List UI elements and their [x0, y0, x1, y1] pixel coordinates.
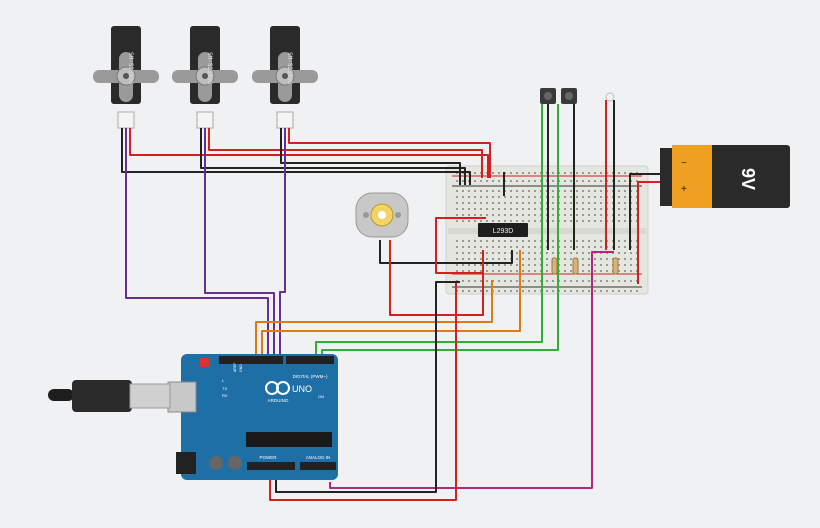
analog-header-label: ANALOG IN — [306, 455, 331, 460]
chip-label: L293D — [493, 228, 514, 235]
resistors — [551, 257, 619, 275]
wire-red — [129, 128, 489, 178]
battery-voltage: 9V — [738, 168, 758, 190]
servo-label: SM-S2309S — [206, 52, 213, 85]
wire-black — [280, 128, 461, 185]
wire-orange — [255, 280, 493, 362]
arduino-uno-board[interactable]: UNO ARDUINO DIGITAL (PWM~) POWER ANALOG … — [167, 354, 338, 480]
gnd-label: GND — [239, 364, 243, 372]
wire-black — [121, 128, 471, 185]
wire-orange — [261, 250, 521, 362]
aref-label: AREF — [233, 363, 237, 372]
battery-plus: + — [681, 184, 687, 195]
wire-red — [435, 217, 486, 274]
on-label: ON — [318, 394, 324, 399]
wire-black — [379, 240, 513, 264]
led[interactable] — [605, 92, 615, 102]
push-button-2[interactable] — [561, 88, 577, 104]
push-button-1[interactable] — [540, 88, 556, 104]
motor-driver-chip[interactable]: L293D — [478, 223, 528, 237]
servo-label: SM-S2309S — [286, 52, 293, 85]
servo-motor-1[interactable]: SM-S2309S — [93, 26, 159, 129]
battery-9v[interactable]: − + 9V — [660, 145, 790, 208]
wire-red — [288, 128, 491, 178]
arduino-model: UNO — [292, 384, 312, 394]
wire-red — [269, 282, 457, 501]
wire-green — [315, 104, 543, 362]
wire-magenta — [329, 251, 614, 489]
arduino-brand: ARDUINO — [268, 398, 289, 403]
power-header-label: POWER — [259, 455, 277, 460]
servo-motor-3[interactable]: SM-S2309S — [252, 26, 318, 129]
wire-red — [208, 128, 483, 178]
servo-label: SM-S2309S — [127, 52, 134, 85]
wires — [121, 100, 660, 501]
battery-minus: − — [681, 158, 687, 169]
wire-black — [629, 173, 660, 250]
digital-header-label: DIGITAL (PWM~) — [293, 374, 328, 379]
servo-motor-2[interactable]: SM-S2309S — [172, 26, 238, 129]
tx-label: TX — [222, 386, 227, 391]
l-label: L — [222, 378, 225, 383]
wire-purple — [204, 128, 275, 362]
wire-purple — [125, 128, 269, 362]
dc-motor[interactable] — [355, 192, 409, 238]
wire-black — [275, 281, 460, 493]
wire-purple — [279, 128, 286, 362]
wire-black — [200, 128, 466, 185]
rx-label: RX — [222, 393, 228, 398]
usb-cable[interactable] — [48, 380, 171, 412]
wire-red — [637, 181, 660, 284]
